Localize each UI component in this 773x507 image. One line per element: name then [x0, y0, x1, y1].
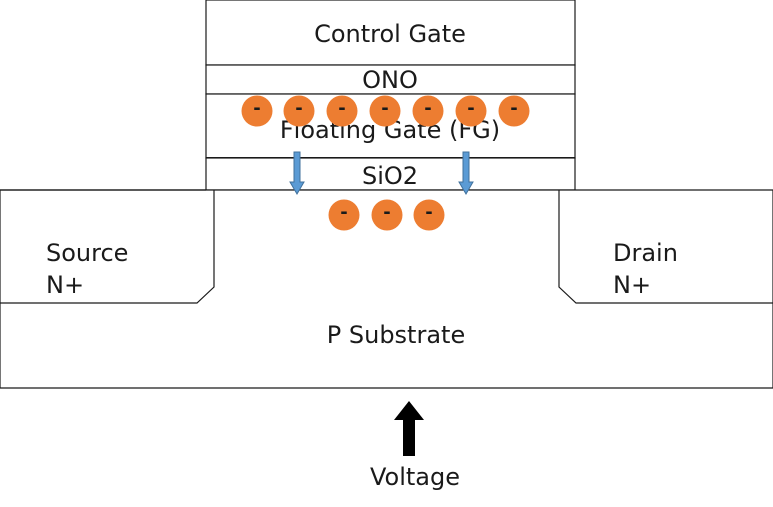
drain-region: [558, 190, 773, 304]
channel-electrons: - - -: [328, 199, 445, 231]
svg-text:-: -: [467, 98, 474, 119]
tunneling-arrow-left-icon: [289, 151, 305, 195]
drain-name: Drain: [613, 239, 678, 267]
electron: -: [413, 199, 445, 231]
svg-text:-: -: [424, 98, 431, 119]
electron: -: [328, 199, 360, 231]
tunnel-oxide-layer: [205, 157, 576, 191]
floating-gate-electrons: - - - - - - -: [241, 95, 530, 127]
electron: -: [371, 199, 403, 231]
electron: -: [369, 95, 401, 127]
drain-doping: N+: [613, 271, 651, 299]
source-doping: N+: [46, 271, 84, 299]
svg-text:-: -: [383, 202, 390, 223]
svg-text:-: -: [338, 98, 345, 119]
source-name: Source: [46, 239, 128, 267]
tunnel-oxide-label: SiO2: [362, 162, 418, 190]
electron: -: [412, 95, 444, 127]
control-gate-label: Control Gate: [314, 20, 466, 48]
electron: -: [455, 95, 487, 127]
substrate-label: P Substrate: [327, 321, 465, 349]
source-region: [0, 190, 215, 304]
svg-text:-: -: [381, 98, 388, 119]
svg-text:-: -: [425, 202, 432, 223]
tunneling-arrow-right-icon: [458, 151, 474, 195]
electron: -: [241, 95, 273, 127]
svg-text:-: -: [253, 98, 260, 119]
ono-label: ONO: [362, 66, 418, 94]
voltage-label: Voltage: [370, 463, 460, 491]
svg-text:-: -: [295, 98, 302, 119]
electron: -: [283, 95, 315, 127]
ono-layer: [205, 64, 576, 95]
electron: -: [326, 95, 358, 127]
electron: -: [498, 95, 530, 127]
svg-text:-: -: [510, 98, 517, 119]
voltage-arrow-icon: [394, 401, 424, 456]
svg-text:-: -: [340, 202, 347, 223]
control-gate-layer: [205, 0, 576, 66]
